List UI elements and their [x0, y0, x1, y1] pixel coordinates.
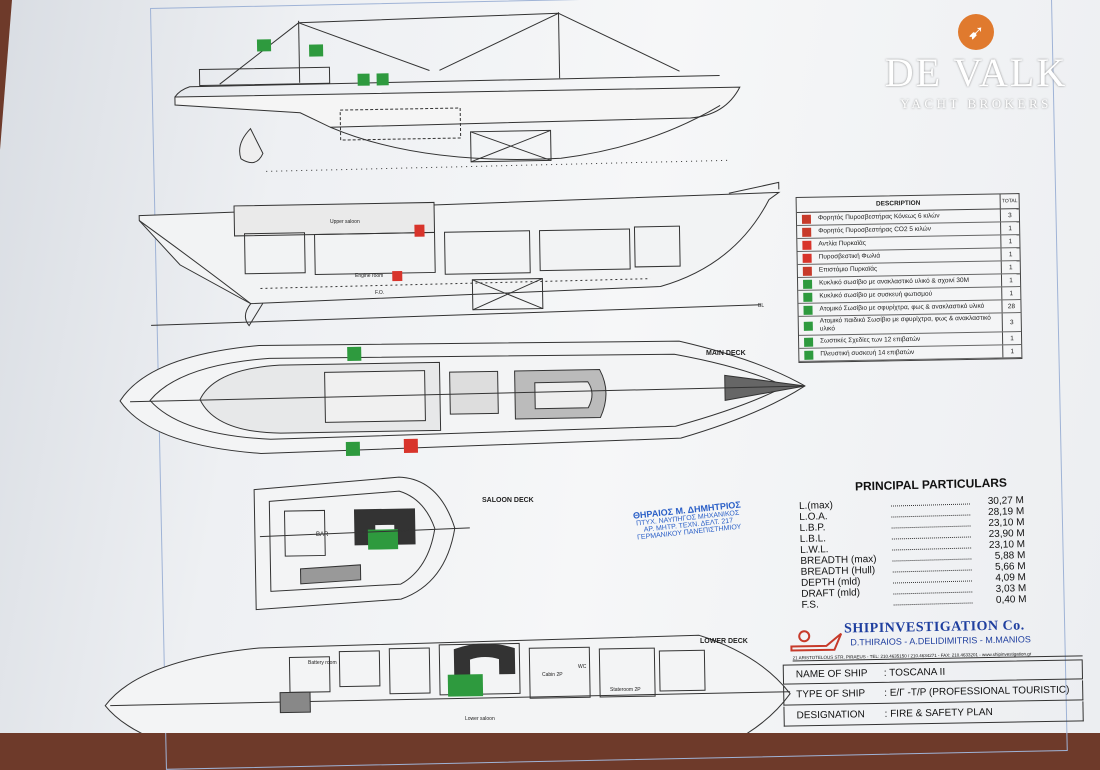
designation-value: : FIRE & SAFETY PLAN [884, 706, 993, 720]
leader-dots [891, 529, 971, 540]
particular-label: F.S. [801, 599, 819, 611]
lower-saloon-label: Lower saloon [465, 716, 495, 722]
legend-row-qty: 1 [1001, 332, 1022, 345]
ship-name-label: NAME OF SHIP [795, 667, 868, 680]
ship-name-value: : TOSCANA II [883, 666, 946, 679]
title-block: SHIPINVESTIGATION Co. D.THIRAIOS - A.DEL… [782, 617, 1084, 742]
main-deck-label: MAIN DECK [706, 350, 746, 357]
brand-logo: ➹ DE VALK YACHT BROKERS [870, 14, 1082, 124]
engine-room-label: Engine room [355, 273, 384, 279]
company-partners: D.THIRAIOS - A.DELIDIMITRIS - M.MANIOS [850, 634, 1031, 648]
leader-dots [892, 551, 972, 562]
falcon-icon: ➹ [958, 14, 994, 50]
main-deck-plan [119, 340, 806, 456]
wc-label: WC [578, 664, 587, 670]
designation-label: DESIGNATION [796, 709, 865, 722]
leader-dots [891, 507, 971, 518]
battery-room-label: Battery room [308, 660, 337, 666]
safety-equipment-legend: DESCRIPTION TOTAL Φορητός Πυροσβεστήρας … [795, 193, 1023, 363]
legend-row-text: Φορητός Πυροσβεστήρας Κόνεως 6 κιλών [817, 212, 940, 222]
legend-description-header: DESCRIPTION [875, 199, 921, 208]
stateroom-label: Stateroom 2P [610, 687, 641, 693]
legend-symbol-icon [798, 305, 816, 315]
ship-type-label: TYPE OF SHIP [796, 688, 866, 701]
legend-row-qty: 3 [999, 209, 1020, 222]
legend-row-qty: 1 [1000, 248, 1020, 261]
upper-saloon-label: Upper saloon [330, 219, 360, 225]
legend-row-qty: 1 [1000, 274, 1021, 287]
ship-drawings [104, 12, 806, 733]
saloon-deck-plan [253, 476, 470, 611]
cabin-label: Cabin 2P [542, 672, 563, 678]
legend-row-qty: 1 [1002, 345, 1022, 358]
ship-type-value: : Ε/Γ -Τ/Ρ (PROFESSIONAL TOURISTIC) [884, 684, 1070, 699]
legend-row-qty: 1 [1000, 235, 1020, 248]
leader-dots [891, 518, 971, 529]
fuel-oil-label: F.O. [375, 290, 385, 296]
particular-value: 0,40 M [995, 594, 1027, 606]
profile-view-section [138, 181, 781, 327]
legend-symbol-icon [798, 266, 816, 276]
leader-dots [892, 573, 973, 584]
legend-row-qty: 1 [1000, 222, 1020, 235]
legend-row-qty: 28 [1001, 300, 1021, 313]
leader-dots [893, 595, 973, 606]
legend-symbol-icon [797, 240, 815, 250]
legend-total-header: TOTAL [999, 194, 1019, 209]
legend-row-text: Κυκλικό σωσίβιο με συσκευή φωτισμού [819, 290, 933, 300]
leader-dots [891, 540, 972, 551]
baseline-label: BL [758, 303, 765, 309]
legend-row-text: Επιστόμιο Πυρκαϊάς [818, 265, 878, 274]
legend-row-text: Φορητός Πυροσβεστήρας CO2 5 κιλών [818, 225, 932, 235]
legend-row-text: Πλευστική συσκευή 14 επιβατών [820, 348, 915, 358]
legend-symbol-icon [798, 292, 816, 302]
legend-symbol-icon [799, 350, 817, 360]
profile-view-top [174, 12, 741, 172]
leader-dots [892, 562, 972, 573]
legend-row: Πλευστική συσκευή 14 επιβατών 1 [799, 345, 1022, 362]
bar-label: BAR [316, 532, 329, 538]
leader-dots [893, 584, 973, 595]
legend-row-qty: 3 [1001, 313, 1021, 332]
lower-deck-label: LOWER DECK [700, 638, 748, 645]
legend-row-text: Ατομικό παιδικό Σωσίβιο με σφυρίχτρα, φω… [819, 314, 991, 333]
lower-deck-plan [104, 634, 791, 733]
leader-dots [890, 496, 971, 507]
legend-symbol-icon [799, 337, 817, 347]
legend-symbol-icon [798, 253, 816, 263]
legend-row-text: Αντλία Πυρκαϊάς [818, 239, 866, 248]
legend-symbol-icon [797, 214, 815, 224]
legend-symbol-icon [799, 321, 817, 331]
legend-row-text: Σωστικές Σχεδίες των 12 επιβατών [820, 335, 921, 345]
brand-name: DE VALK [884, 50, 1068, 95]
legend-symbol-icon [798, 279, 816, 289]
brand-tagline: YACHT BROKERS [900, 96, 1052, 111]
saloon-deck-label: SALOON DECK [482, 497, 534, 504]
legend-row-text: Ατομικό Σωσίβιο με σφυρίχτρα, φως & ανακ… [819, 302, 985, 313]
legend-row-qty: 1 [1000, 261, 1020, 274]
legend-row-text: Κυκλικό σωσίβιο με ανακλαστικό υλικό & σ… [819, 276, 970, 287]
company-logo-icon [790, 630, 843, 652]
designation-row: DESIGNATION : FIRE & SAFETY PLAN [783, 701, 1084, 727]
legend-symbol-icon [797, 227, 815, 237]
legend-row-text: Πυροσβεστική Φωλιά [818, 252, 881, 261]
legend-row-qty: 1 [1001, 287, 1021, 300]
